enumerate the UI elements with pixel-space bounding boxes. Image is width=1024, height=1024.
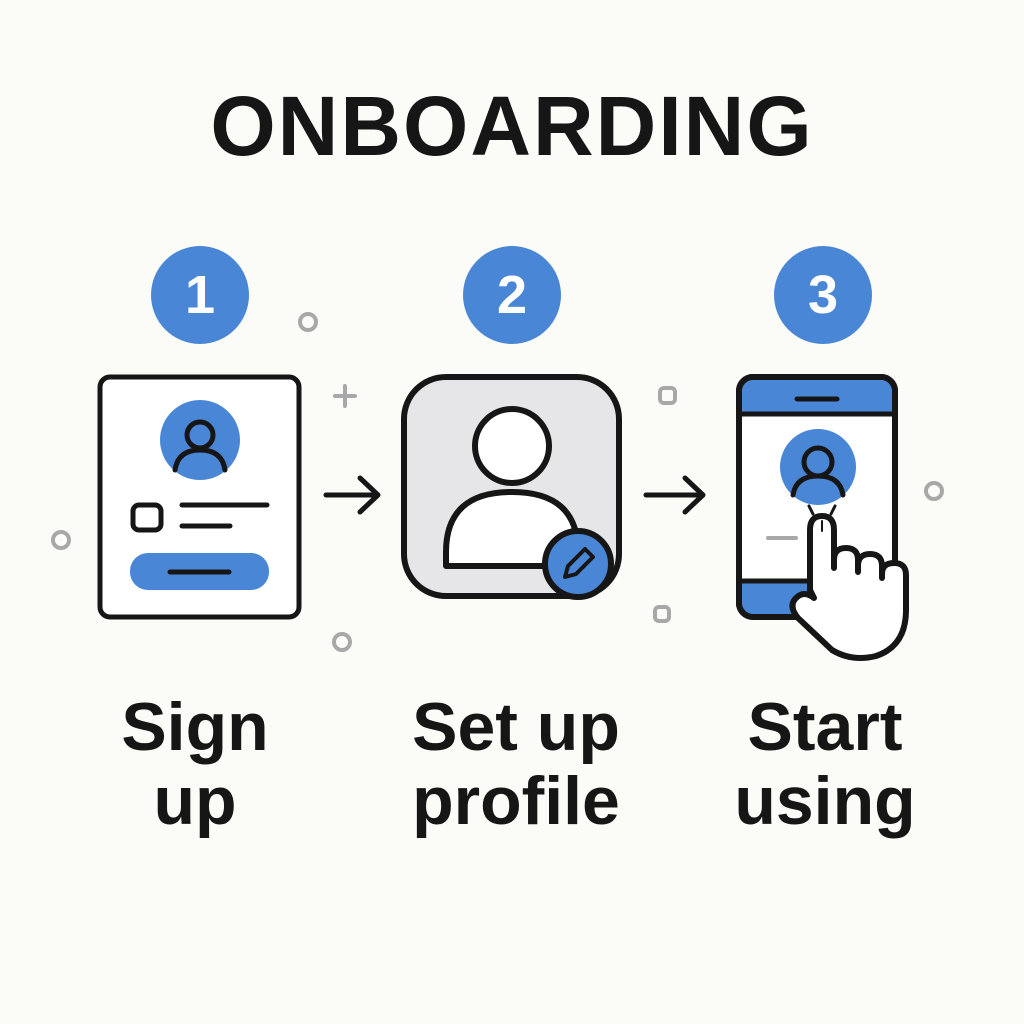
- step-2-label-line-1: Set up: [412, 689, 620, 765]
- decor-square: [653, 605, 671, 623]
- step-2-number-badge: 2: [463, 246, 561, 344]
- signup-form-icon: [97, 374, 302, 620]
- step-3-label-line-1: Start: [747, 689, 903, 765]
- decor-plus: [333, 384, 357, 408]
- hand-pointer-icon: [789, 513, 909, 661]
- decor-circle: [924, 481, 944, 501]
- step-1-number-badge: 1: [151, 246, 249, 344]
- step-3-number-badge: 3: [774, 246, 872, 344]
- decor-circle: [298, 312, 318, 332]
- step-1-label-line-2: up: [153, 763, 237, 839]
- arrow-right-icon: [323, 475, 381, 515]
- profile-edit-icon: [401, 374, 622, 600]
- decor-circle: [332, 632, 352, 652]
- decor-sparkles: [51, 312, 944, 652]
- page-title: ONBOARDING: [210, 79, 814, 173]
- decor-square: [658, 386, 677, 405]
- step-2-label: Set up profile: [366, 690, 666, 838]
- arrow-right-icon: [643, 475, 706, 515]
- step-3-label: Start using: [675, 690, 975, 838]
- pencil-icon: [542, 528, 614, 600]
- step-1-label: Sign up: [45, 690, 345, 838]
- decor-circle: [51, 530, 71, 550]
- step-1-label-line-1: Sign: [121, 689, 269, 765]
- step-3-label-line-2: using: [734, 763, 916, 839]
- step-2-label-line-2: profile: [412, 763, 620, 839]
- phone-tap-icon: [736, 374, 909, 661]
